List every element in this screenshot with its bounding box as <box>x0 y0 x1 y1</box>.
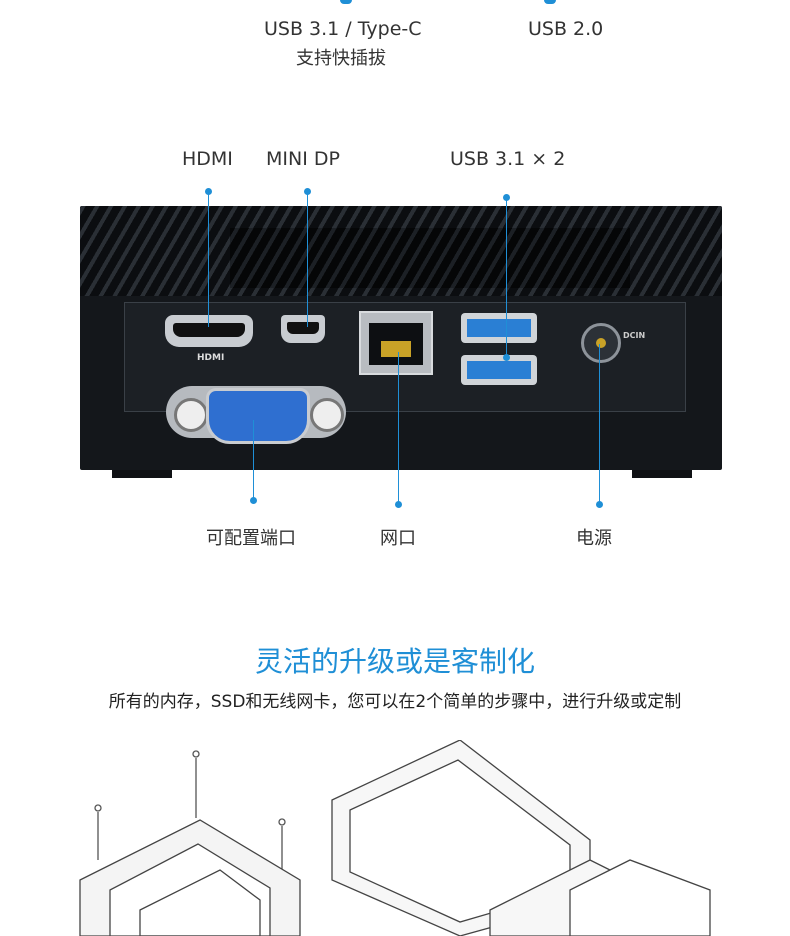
hdmi-port-print: HDMI <box>197 353 225 363</box>
usb31-port-2 <box>461 355 537 385</box>
minidp-callout-line <box>307 192 309 327</box>
device-foot-right <box>632 470 692 478</box>
power-callout-dot <box>596 501 603 508</box>
usb31x2-callout-label: USB 3.1 × 2 <box>450 148 566 170</box>
usb31-callout-line <box>506 198 508 358</box>
lan-callout-line <box>398 352 400 504</box>
minipc-bottom-illustration <box>79 819 301 936</box>
power-callout-line <box>599 344 601 504</box>
power-label: 电源 <box>576 528 612 549</box>
usb31-callout-end-dot <box>503 354 510 361</box>
device-foot-left <box>112 470 172 478</box>
usb31-typec-label: USB 3.1 / Type-C <box>264 18 422 40</box>
usb31-callout-dot <box>503 194 510 201</box>
case-open-illustration <box>331 740 711 936</box>
vent-cutout <box>230 228 630 288</box>
hot-swap-label: 支持快插拔 <box>296 48 386 69</box>
io-panel: HDMI DCIN <box>124 302 686 412</box>
configurable-port-label: 可配置端口 <box>206 528 296 549</box>
vga-callout-dot <box>250 497 257 504</box>
dcin-print: DCIN <box>623 331 646 340</box>
top-callout-stub <box>340 0 352 4</box>
section-subtitle: 所有的内存，SSD和无线网卡，您可以在2个简单的步骤中，进行升级或定制 <box>108 692 682 712</box>
vga-callout-line <box>253 420 255 502</box>
hdmi-callout-line <box>208 192 210 327</box>
lan-label: 网口 <box>380 528 416 549</box>
top-callout-stub-2 <box>544 0 556 4</box>
usb20-label: USB 2.0 <box>528 18 604 40</box>
minidp-port <box>281 315 325 343</box>
lan-port <box>359 311 433 375</box>
vga-port <box>206 388 310 444</box>
minidp-callout-label: MINI DP <box>266 148 340 170</box>
usb31-port-1 <box>461 313 537 343</box>
section-title: 灵活的升级或是客制化 <box>254 645 535 678</box>
hdmi-callout-label: HDMI <box>182 148 233 170</box>
minidp-callout-dot <box>304 188 311 195</box>
dc-in-jack <box>581 323 621 363</box>
hdmi-callout-dot <box>205 188 212 195</box>
mini-pc-rear-panel: HDMI DCIN <box>80 206 722 470</box>
upgrade-illustration <box>79 740 711 936</box>
lan-callout-dot <box>395 501 402 508</box>
